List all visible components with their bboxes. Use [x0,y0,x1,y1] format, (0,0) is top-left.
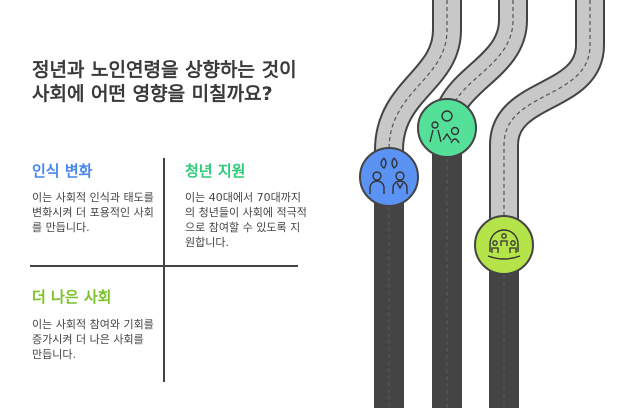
section-heading-perception: 인식 변화 [32,162,93,180]
section-text-perception: 이는 사회적 인식과 태도를 변화시켜 더 포용적인 사회를 만듭니다. [32,191,154,234]
divider-horizontal [30,265,298,267]
section-text-youth: 이는 40대에서 70대까지의 청년들이 사회에 적극적으로 참여할 수 있도록… [185,191,307,249]
road-3 [489,0,605,408]
family-icon [417,98,477,158]
community-dome-icon [474,215,534,275]
section-heading-youth: 청년 지원 [185,162,246,180]
divider-vertical [163,158,165,382]
people-talking-icon [359,147,419,207]
page-title: 정년과 노인연령을 상향하는 것이 사회에 어떤 영향을 미칠까요? [32,59,297,105]
section-heading-better-society: 더 나은 사회 [32,288,112,306]
road-1 [374,0,462,408]
section-text-better-society: 이는 사회적 참여와 기회를 증가시켜 더 나은 사회를 만듭니다. [32,318,154,361]
